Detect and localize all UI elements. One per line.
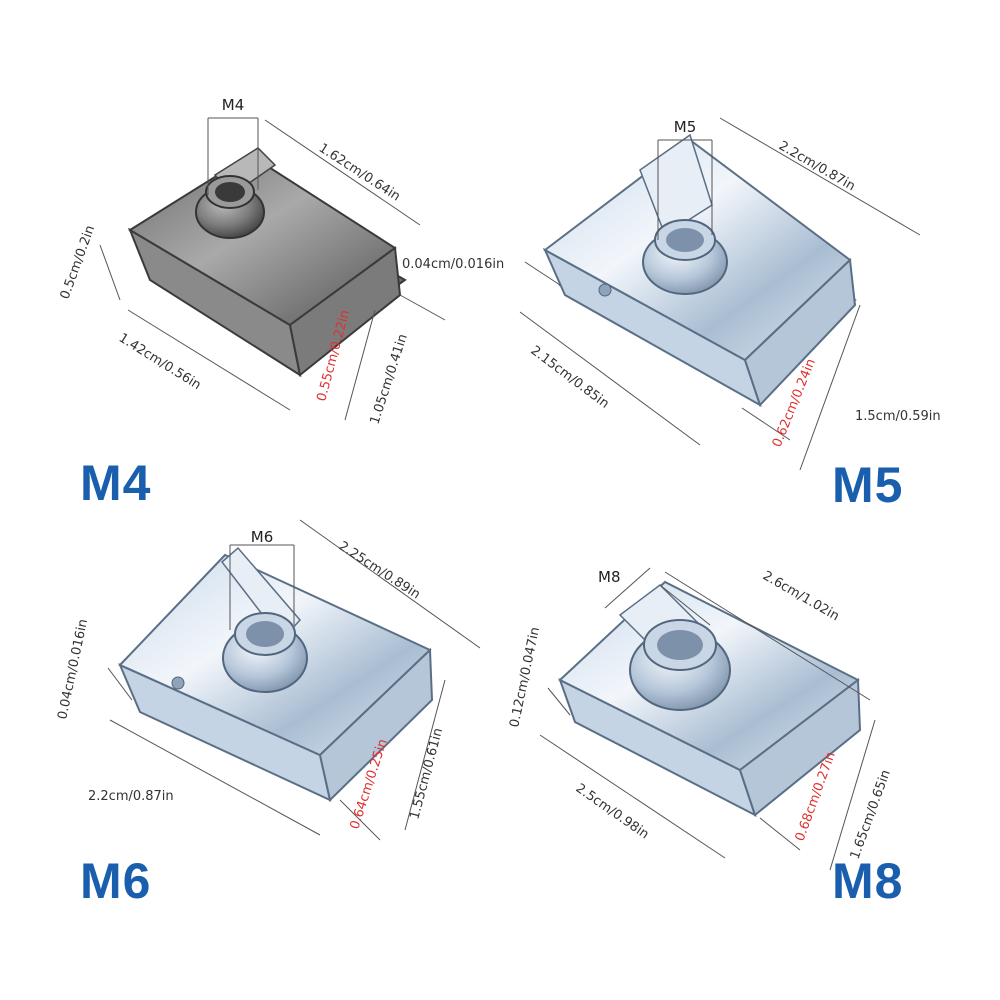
m6-dimension-lines: [107, 519, 481, 841]
panel-m8: M8 2.6cm/1.02in 0.12cm/0.047in 2.5cm/0.9…: [507, 567, 903, 909]
m8-size-label: M8: [832, 853, 903, 909]
m5-length-top-label: 2.2cm/0.87in: [776, 138, 858, 194]
m6-thickness-label: 0.04cm/0.016in: [55, 618, 91, 721]
panel-m5: M5 2.2cm/0.87in 0.04cm/0.016in 2.15cm/0.…: [402, 117, 941, 513]
m8-thickness-label: 0.12cm/0.047in: [507, 626, 543, 729]
m6-clip-nut-image: [118, 546, 434, 802]
m4-thread-label: M4: [222, 96, 245, 114]
m5-length-bottom-label: 2.15cm/0.85in: [528, 343, 612, 412]
m6-length-top-label: 2.25cm/0.89in: [336, 539, 423, 603]
m4-height-label: 0.5cm/0.2in: [58, 224, 99, 302]
m5-width-label: 1.5cm/0.59in: [855, 409, 941, 424]
m8-length-bottom-label: 2.5cm/0.98in: [573, 781, 652, 842]
m5-dimension-lines: [519, 117, 921, 471]
m5-thickness-label: 0.04cm/0.016in: [402, 257, 504, 272]
panel-m6: M6 2.25cm/0.89in 0.04cm/0.016in 2.2cm/0.…: [55, 519, 481, 909]
m6-length-bottom-label: 2.2cm/0.87in: [88, 789, 174, 804]
panel-m4: M4 1.62cm/0.64in 0.5cm/0.2in 1.42cm/0.56…: [58, 96, 446, 511]
m4-width-label: 1.05cm/0.41in: [368, 332, 411, 426]
m8-width-label: 1.65cm/0.65in: [848, 768, 894, 861]
m4-size-label: M4: [80, 455, 151, 511]
m4-dimension-lines: [99, 117, 446, 421]
m8-dimension-lines: [539, 567, 876, 871]
m5-size-label: M5: [832, 457, 903, 513]
m8-clip-nut-image: [558, 580, 862, 818]
m6-size-label: M6: [80, 853, 151, 909]
m8-thread-label: M8: [598, 568, 621, 586]
m6-width-label: 1.55cm/0.61in: [407, 726, 446, 821]
m4-length-top-label: 1.62cm/0.64in: [316, 141, 403, 205]
m4-clip-nut-image: [127, 147, 407, 378]
m6-thread-label: M6: [251, 528, 274, 546]
m5-thread-label: M5: [674, 118, 697, 136]
m4-length-bottom-label: 1.42cm/0.56in: [116, 331, 204, 394]
m8-length-top-label: 2.6cm/1.02in: [760, 568, 842, 624]
